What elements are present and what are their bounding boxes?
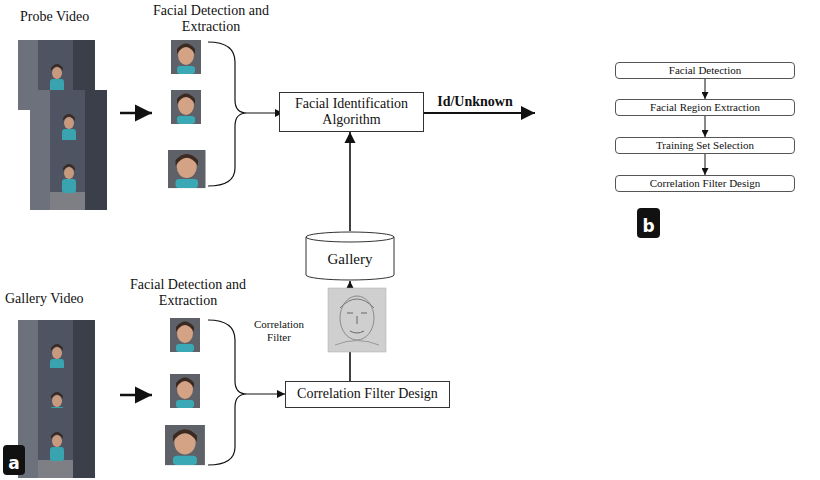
box-text: Training Set Selection xyxy=(656,139,754,152)
database-cylinder: Gallery xyxy=(305,231,395,281)
box-text: Facial Detection xyxy=(669,64,741,77)
caption-label: Correlation Filter xyxy=(248,318,310,343)
box-text: Correlation Filter Design xyxy=(297,386,438,402)
process-box: Training Set Selection xyxy=(615,137,795,154)
connector-arrow xyxy=(705,154,706,175)
caption-label: Gallery Video xyxy=(5,291,110,307)
caption-label: Probe Video xyxy=(20,9,115,25)
process-box: Facial Region Extraction xyxy=(615,99,795,116)
caption-label: Facial Detection and Extraction xyxy=(118,277,258,309)
process-box: Facial Detection xyxy=(615,62,795,79)
connector-arrow xyxy=(349,132,351,231)
caption-label: Facial Detection and Extraction xyxy=(145,3,277,35)
process-box: Correlation Filter Design xyxy=(615,175,795,192)
connector-arrow xyxy=(705,116,706,137)
box-text: Gallery xyxy=(328,251,373,268)
process-box: Correlation Filter Design xyxy=(285,381,450,408)
box-text: Correlation Filter Design xyxy=(650,177,761,190)
caption-label: Id/Unknown xyxy=(425,94,525,110)
box-text: Facial Region Extraction xyxy=(650,101,760,114)
panel-letter: b xyxy=(637,208,660,238)
connector-arrow xyxy=(705,79,706,99)
panel-letter: a xyxy=(3,445,25,475)
process-box: Facial Identification Algorithm xyxy=(279,92,424,132)
box-text: Facial Identification Algorithm xyxy=(280,96,423,128)
